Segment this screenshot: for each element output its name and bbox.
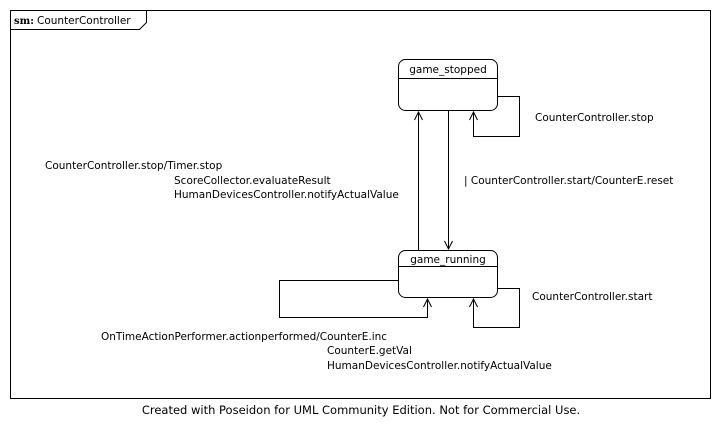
label-tick-line-3: HumanDevicesController.notifyActualValue	[327, 360, 552, 372]
label-self-running-tick: OnTimeActionPerformer.actionperformed/Co…	[101, 331, 552, 372]
label-stop-line-3: HumanDevicesController.notifyActualValue	[174, 189, 399, 201]
frame-tab	[10, 10, 147, 30]
state-game-running[interactable]: game_running	[398, 250, 498, 298]
state-game-stopped-box	[398, 59, 498, 111]
label-stop-transition: CounterController.stop/Timer.stop ScoreC…	[45, 160, 399, 201]
label-tick-line-2: CounterE.getVal	[327, 345, 412, 357]
self-transition-running-tick-arrow[interactable]	[279, 280, 428, 318]
label-start-transition: | CounterController.start/CounterE.reset	[464, 175, 673, 187]
self-transition-stopped-arrow[interactable]	[474, 96, 520, 137]
state-game-stopped-name: game_stopped	[409, 64, 487, 76]
frame-keyword: sm:	[14, 16, 34, 27]
self-transition-running-start-arrow[interactable]	[474, 288, 520, 328]
label-stop-line-1: CounterController.stop/Timer.stop	[45, 160, 223, 172]
frame-border	[10, 10, 711, 399]
frame-title: CounterController	[37, 15, 131, 27]
state-game-stopped[interactable]: game_stopped	[398, 59, 498, 111]
state-game-running-box	[398, 250, 498, 298]
label-self-running-start: CounterController.start	[532, 291, 652, 303]
state-game-running-name: game_running	[410, 254, 486, 266]
label-self-stopped: CounterController.stop	[535, 112, 654, 124]
footer-watermark: Created with Poseidon for UML Community …	[142, 403, 580, 417]
label-stop-line-2: ScoreCollector.evaluateResult	[174, 175, 331, 187]
label-tick-line-1: OnTimeActionPerformer.actionperformed/Co…	[101, 331, 387, 343]
